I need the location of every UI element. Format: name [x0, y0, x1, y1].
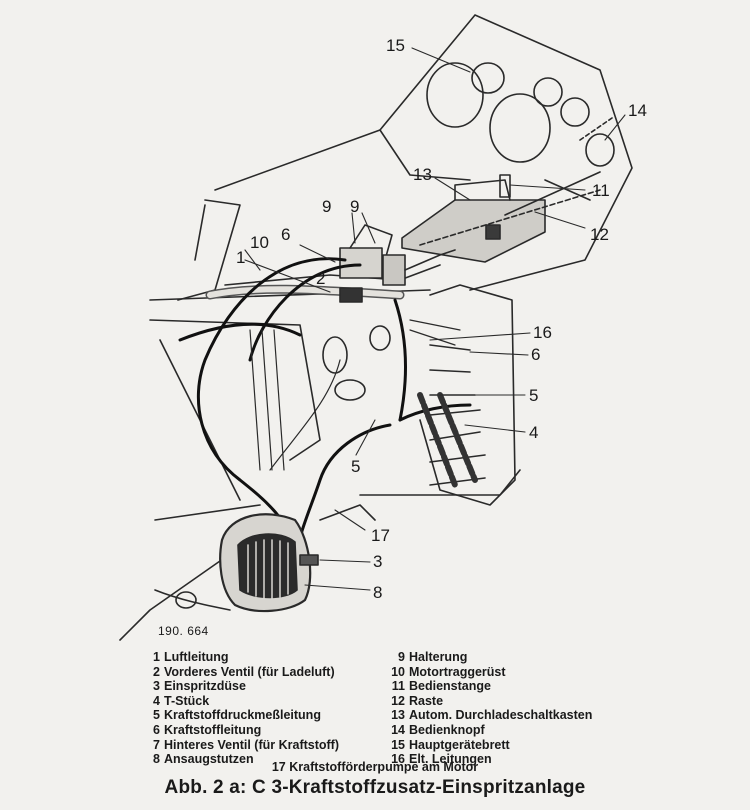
legend-item: 7 Hinteres Ventil (für Kraftstoff): [146, 738, 339, 753]
legend-item: 4 T-Stück: [146, 694, 339, 709]
legend-text: Raste: [409, 693, 444, 708]
figure-reference: 190. 664: [158, 624, 209, 638]
legend-text: T-Stück: [164, 693, 210, 708]
legend-num: 14: [391, 722, 405, 737]
callout-15: 15: [386, 36, 405, 55]
legend-num: 17: [271, 760, 286, 774]
legend-num: 16: [391, 752, 405, 767]
legend-item: 15 Hauptgerätebrett: [385, 738, 592, 753]
legend-num: 4: [153, 693, 160, 708]
callout-8: 8: [373, 583, 382, 602]
legend-item: 8 Ansaugstutzen: [146, 752, 339, 767]
legend-item: 16 Elt. Leitungen: [385, 752, 592, 767]
callout-nine: 9: [350, 197, 359, 216]
legend-item: 10 Motortraggerüst: [385, 665, 592, 680]
legend-item: 12 Raste: [385, 694, 592, 709]
legend-item: 9 Halterung: [385, 650, 592, 665]
legend-text: Luftleitung: [164, 650, 229, 664]
legend-item: 14 Bedienknopf: [385, 723, 592, 738]
callout-3: 3: [373, 552, 382, 571]
legend-item: 1 Luftleitung: [146, 650, 339, 665]
callout-5-lower: 5: [351, 457, 360, 476]
callout-16: 16: [533, 323, 552, 342]
figure-caption: Abb. 2 a: C 3-Kraftstoffzusatz-Einspritz…: [164, 777, 586, 798]
legend-num: 11: [391, 679, 405, 694]
callout-6: 6: [531, 345, 540, 364]
legend-text: Kraftstoffleitung: [164, 722, 262, 737]
legend-num: 2: [153, 664, 160, 679]
legend-num: 8: [153, 752, 160, 767]
legend-item: 11 Bedienstange: [385, 679, 592, 694]
legend-text: Motortraggerüst: [409, 664, 506, 679]
legend-text: Ansaugstutzen: [164, 752, 254, 767]
leader-lines: [244, 47, 626, 591]
injector-row: [322, 325, 486, 488]
legend-num: 9: [398, 650, 405, 664]
callout-13: 13: [413, 165, 432, 184]
callout-11: 11: [592, 181, 610, 200]
legend-num: 15: [391, 737, 405, 752]
legend-num: 1: [153, 650, 160, 664]
legend-text: Kraftstoffdruckmeßleitung: [164, 708, 321, 723]
legend-left: 1 Luftleitung 2 Vorderes Ventil (für Ladelu…: [146, 650, 339, 767]
callout-5: 5: [529, 386, 538, 405]
callout-4: 4: [529, 423, 538, 442]
legend-num: 12: [391, 693, 405, 708]
legend-text: Hauptgerätebrett: [409, 737, 510, 752]
fuel-lines: [178, 257, 472, 562]
callout-6-top: 6: [281, 225, 290, 244]
callout-1: 1: [236, 248, 245, 267]
callout-17: 17: [371, 526, 390, 545]
legend-text: Halterung: [409, 650, 468, 664]
legend-num: 5: [153, 708, 160, 723]
legend-right: 9 Halterung 10 Motortraggerüst 11 Bedienstang…: [385, 650, 592, 767]
switch-box: [401, 171, 601, 263]
legend-item: 13 Autom. Durchladeschaltkasten: [385, 708, 592, 723]
legend-text: Kraftstofförderpumpe am Motor: [289, 760, 479, 774]
legend-text: Vorderes Ventil (für Ladeluft): [164, 664, 335, 679]
legend-text: Einspritzdüse: [164, 679, 246, 694]
valves: [339, 224, 456, 286]
callout-7: 9: [322, 197, 331, 216]
legend-num: 6: [153, 722, 160, 737]
legend-num: 13: [391, 708, 405, 723]
legend-item: 5 Kraftstoffdruckmeßleitung: [146, 708, 339, 723]
legend-text: Bedienknopf: [409, 722, 485, 737]
legend-item: 2 Vorderes Ventil (für Ladeluft): [146, 665, 339, 680]
callout-10: 10: [250, 233, 269, 252]
legend-text: Autom. Durchladeschaltkasten: [409, 708, 593, 723]
legend-num: 3: [153, 679, 160, 694]
callout-14: 14: [628, 101, 647, 120]
legend-item-17: 17 Kraftstofförderpumpe am Motor: [0, 760, 750, 774]
legend-text: Hinteres Ventil (für Kraftstoff): [164, 737, 340, 752]
legend-num: 7: [153, 737, 160, 752]
legend-text: Bedienstange: [409, 679, 491, 694]
intake-housing: [219, 504, 376, 613]
legend-num: 10: [391, 664, 405, 679]
legend-item: 3 Einspritzdüse: [146, 679, 339, 694]
instrument-panel: [379, 14, 633, 291]
callout-12: 12: [590, 225, 609, 244]
legend-text: Elt. Leitungen: [409, 752, 492, 767]
callout-labels: 15 14 13 11 12 9 12 13 9 10 6 1 2 16 6 5…: [236, 36, 647, 602]
callout-2: 2: [316, 269, 325, 288]
legend-item: 6 Kraftstoffleitung: [146, 723, 339, 738]
